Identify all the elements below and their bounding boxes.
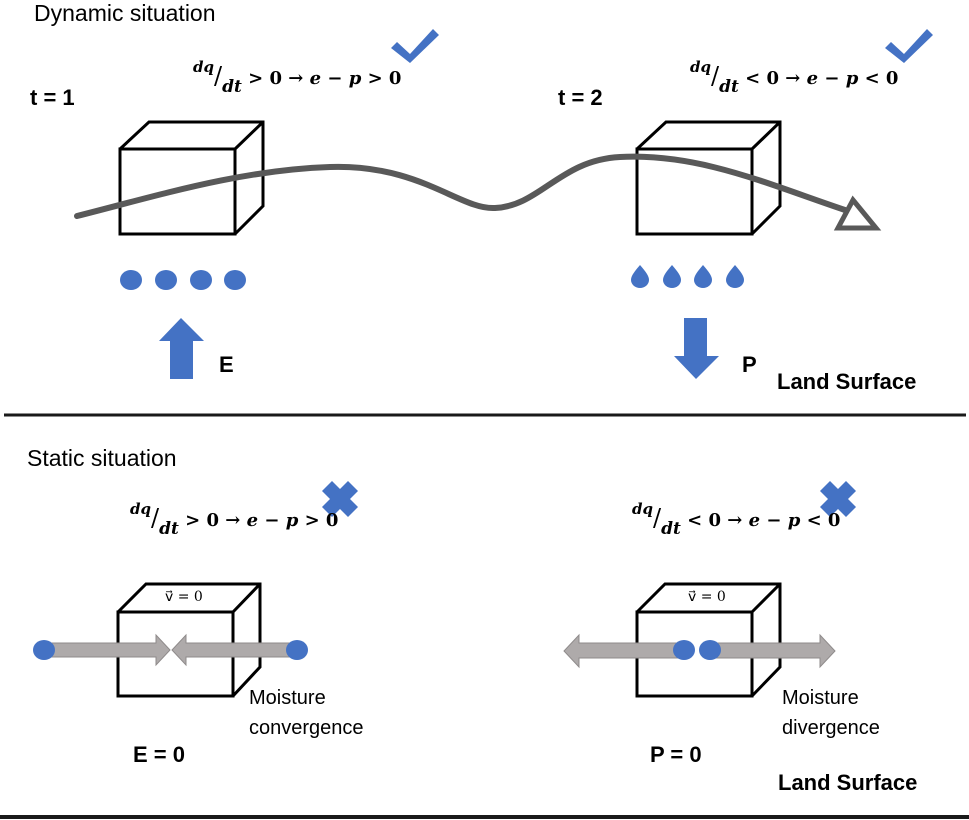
evaporation-arrow-up-icon [159,318,204,379]
precipitation-zero-label: P = 0 [650,742,702,767]
static-section-title: Static situation [27,445,177,471]
velocity-label-right: v⃗ = 0 [688,589,726,605]
equation-t1: dq/dt > 0 → e − p > 0 [193,58,402,97]
moisture-droplet-icon [33,640,55,660]
cross-icon-right [820,481,856,517]
moisture-divergence-label: Moisture divergence [782,687,880,739]
divergence-arrow-right-icon [708,633,836,669]
divergence-arrow-left-icon [563,633,685,669]
vapor-droplets-t1 [120,270,246,290]
precipitation-label: P [742,352,757,377]
equation-t2: dq/dt < 0 → e − p < 0 [690,58,899,97]
trajectory-arrowhead-icon [833,195,882,231]
moisture-droplet-icon [286,640,308,660]
convergence-arrow-left-icon [171,633,298,667]
air-parcel-cube-t2 [635,120,782,236]
raindrop-icon [726,265,744,288]
evaporation-zero-label: E = 0 [133,742,185,767]
evaporation-label: E [219,352,234,377]
raindrop-icon [663,265,681,288]
vapor-droplet-icon [120,270,142,290]
convergence-arrow-right-icon [43,633,171,667]
equation-static-left: dq/dt > 0 → e − p > 0 [130,500,339,539]
moisture-convergence-label: Moisture convergence [249,687,364,739]
land-surface-label-bottom: Land Surface [778,770,918,795]
moisture-droplet-icon [699,640,721,660]
moisture-droplet-icon [673,640,695,660]
checkmark-icon-t2 [885,29,933,63]
velocity-label-left: v⃗ = 0 [165,589,203,605]
rain-drops-t2 [631,265,744,288]
vapor-droplet-icon [155,270,177,290]
raindrop-icon [631,265,649,288]
time-label-t2: t = 2 [558,85,603,110]
time-label-t1: t = 1 [30,85,75,110]
land-surface-label-top: Land Surface [777,369,917,394]
equation-static-right: dq/dt < 0 → e − p < 0 [632,500,841,539]
precipitation-arrow-down-icon [674,318,719,379]
air-parcel-cube-t1 [118,120,265,236]
vapor-droplet-icon [224,270,246,290]
dynamic-section-title: Dynamic situation [34,0,216,26]
raindrop-icon [694,265,712,288]
cross-icon-left [322,481,358,517]
parcel-trajectory-line [74,153,848,219]
checkmark-icon-t1 [391,29,439,63]
vapor-droplet-icon [190,270,212,290]
